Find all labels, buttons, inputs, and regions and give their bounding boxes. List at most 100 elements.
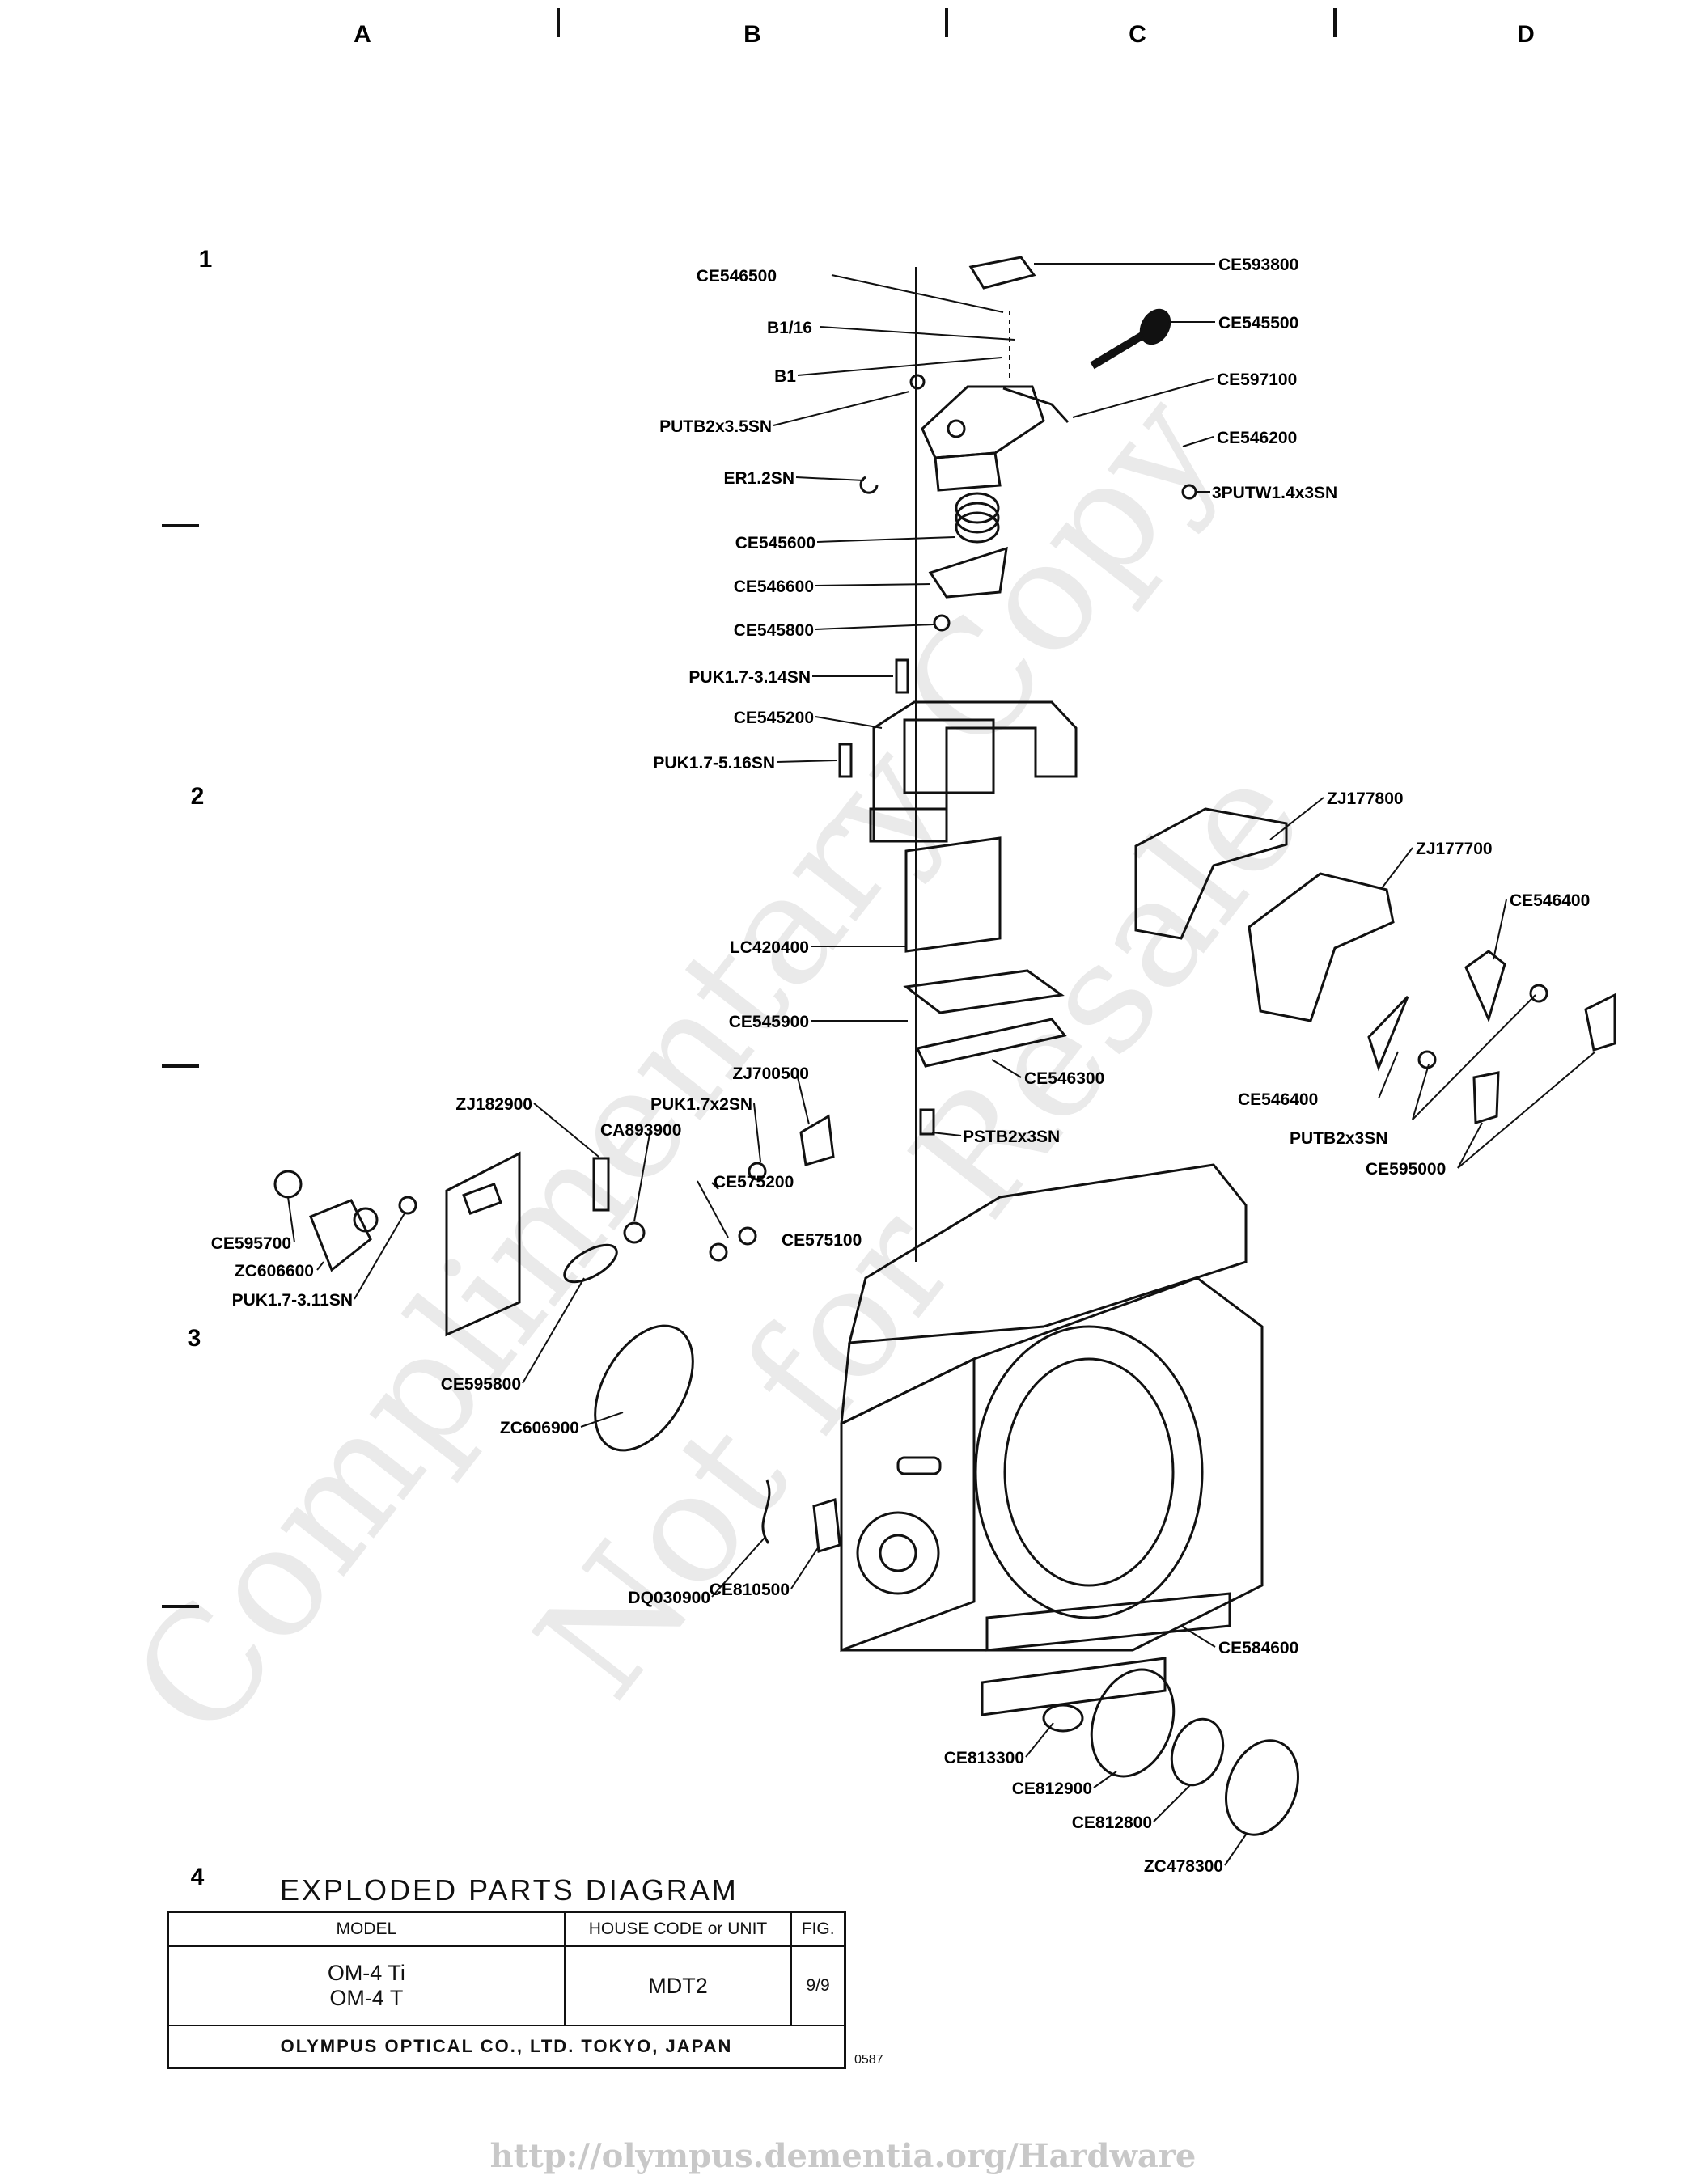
callout-label: CE545600 <box>735 534 815 552</box>
callout-label: CE575100 <box>782 1231 862 1250</box>
manufacturer: OLYMPUS OPTICAL CO., LTD. TOKYO, JAPAN <box>280 2036 733 2056</box>
source-url: http://olympus.dementia.org/Hardware <box>489 2137 1197 2175</box>
screw-part <box>895 658 909 694</box>
collar-part <box>1170 1717 1225 1787</box>
block-part <box>1584 993 1616 1052</box>
callout-label: ZJ177700 <box>1416 840 1493 858</box>
callout-label: CA893900 <box>600 1121 681 1140</box>
callout-label: CE545800 <box>734 621 814 640</box>
callout-label: LC420400 <box>730 938 809 957</box>
callout-label: B1 <box>774 367 796 386</box>
spring-part <box>592 1157 610 1212</box>
grid-row-2: 2 <box>191 783 205 810</box>
callout-label: CE545200 <box>734 709 814 727</box>
callout-label: CE546500 <box>697 267 777 286</box>
light-shield-part <box>1134 807 1395 1022</box>
callout-label: PUTB2x3.5SN <box>659 417 772 436</box>
leader-lines <box>287 263 1596 1866</box>
spring-washer-part <box>1042 1704 1084 1733</box>
fig-number: 9/9 <box>806 1976 830 1995</box>
dial-plate-part <box>1090 1668 1176 1778</box>
part-callouts: CE546500 B1/16 B1 PUTB2x3.5SN ER1.2SN CE… <box>211 256 1591 1876</box>
callout-label: CE546600 <box>734 578 814 596</box>
callout-label: PUK1.7-3.11SN <box>232 1291 353 1310</box>
screw-part <box>709 1242 728 1262</box>
screw-part <box>919 1108 935 1136</box>
grid-row-labels: 1 2 3 4 <box>162 246 212 1890</box>
header-model: MODEL <box>169 1913 566 1945</box>
prism-holder-part <box>869 700 1078 843</box>
callout-label: ER1.2SN <box>723 469 794 488</box>
screen-frame-part <box>903 969 1065 1014</box>
diagram-title: EXPLODED PARTS DIAGRAM <box>280 1873 739 1907</box>
callout-label: PUTB2x3SN <box>1290 1129 1387 1148</box>
block-part <box>1472 1071 1500 1125</box>
callout-label: PUK1.7-3.14SN <box>688 668 811 687</box>
grid-col-d: D <box>1517 21 1535 48</box>
spring-part <box>955 492 1000 544</box>
callout-label: CE545500 <box>1218 314 1298 332</box>
watermark: Complimentary Copy Not for Resale <box>98 362 1337 1770</box>
callout-label: CE597100 <box>1217 370 1297 389</box>
callout-label: CE546400 <box>1510 891 1590 910</box>
callout-label: CE545900 <box>729 1013 809 1031</box>
mirror-box-body <box>840 1163 1264 1653</box>
plate-part <box>968 256 1036 290</box>
grid-col-b: B <box>743 21 761 48</box>
callout-label: CE812900 <box>1012 1780 1092 1798</box>
bracket-part <box>921 385 1070 492</box>
title-block: EXPLODED PARTS DIAGRAM MODEL HOUSE CODE … <box>167 1873 846 2069</box>
grid-row-1: 1 <box>199 246 213 273</box>
header-house-code: HOUSE CODE or UNIT <box>566 1913 793 1945</box>
screw-part <box>909 374 926 390</box>
model-name: OM-4 Ti <box>327 1961 405 1985</box>
screw-part <box>738 1226 757 1246</box>
callout-label: ZC606900 <box>500 1419 579 1437</box>
screw-part <box>1417 1050 1437 1069</box>
parts-drawing <box>273 256 1616 1836</box>
gasket-part <box>985 1592 1231 1652</box>
callout-label: CE546200 <box>1217 429 1297 447</box>
gasket-part <box>981 1657 1167 1716</box>
eyepiece-lens-part <box>594 1324 694 1452</box>
grid-column-labels: A B C D <box>354 8 1535 48</box>
grid-col-a: A <box>354 21 371 48</box>
callout-label: CE546300 <box>1024 1069 1104 1088</box>
model-cell: OM-4 Ti OM-4 T <box>169 1947 566 2025</box>
screw-part <box>1181 484 1197 500</box>
screen-holder-part <box>915 1018 1067 1068</box>
table-data-row: OM-4 Ti OM-4 T MDT2 9/9 <box>169 1947 844 2026</box>
washer-part <box>933 614 951 632</box>
callout-label: CE584600 <box>1218 1639 1298 1657</box>
callout-label: ZC478300 <box>1144 1857 1223 1876</box>
callout-label: DQ030900 <box>628 1589 710 1607</box>
wire-part <box>761 1479 771 1544</box>
grid-row-3: 3 <box>188 1325 201 1352</box>
callout-label: CE813300 <box>944 1749 1024 1767</box>
callout-label: ZJ182900 <box>455 1095 532 1114</box>
callout-label: ZJ177800 <box>1327 789 1404 808</box>
screw-part <box>1529 984 1548 1003</box>
cam-plate-part <box>928 546 1008 599</box>
callout-label: CE810500 <box>710 1581 790 1599</box>
shaft-part <box>1090 308 1171 370</box>
callout-label: CE812800 <box>1072 1814 1152 1832</box>
callout-label: ZC606600 <box>235 1262 314 1280</box>
callout-label: PSTB2x3SN <box>963 1128 1060 1146</box>
lever-part <box>1367 995 1409 1072</box>
bracket-part <box>799 1114 835 1166</box>
lever-part <box>1464 950 1506 1023</box>
unit-code: MDT2 <box>566 1947 793 2025</box>
callout-label: CE595800 <box>441 1375 521 1394</box>
grid-row-4: 4 <box>191 1864 205 1890</box>
callout-label: 3PUTW1.4x3SN <box>1212 484 1337 502</box>
screw-part <box>748 1162 767 1181</box>
callout-label: CE575200 <box>714 1173 794 1191</box>
callout-label: PUK1.7x2SN <box>650 1095 752 1114</box>
document-number: 0587 <box>854 2053 883 2067</box>
grid-col-c: C <box>1129 21 1146 48</box>
callout-label: CE595700 <box>211 1234 291 1253</box>
bracket-part <box>812 1498 841 1553</box>
eyepiece-frame-part <box>563 1243 618 1284</box>
